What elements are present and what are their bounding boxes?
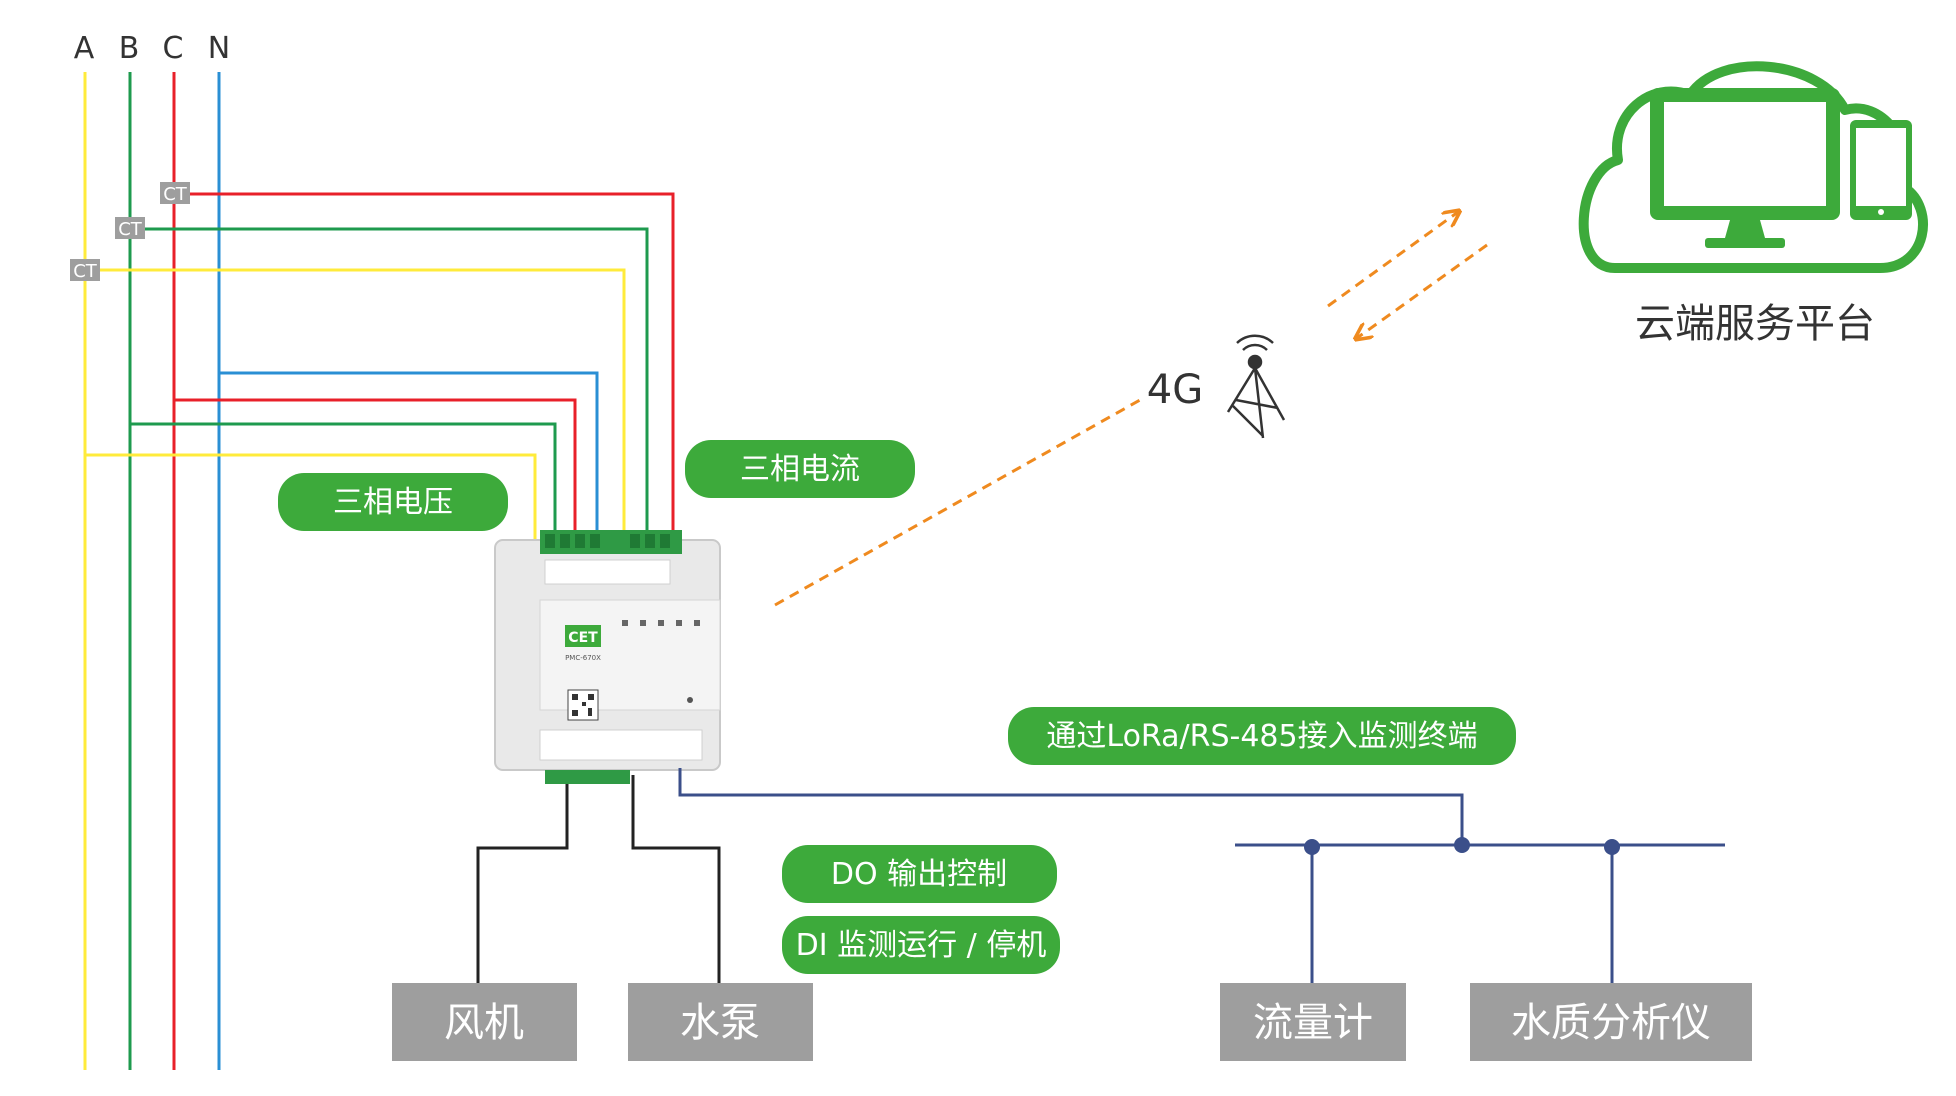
do-control-tag: DO 输出控制 [782,845,1057,903]
ct-sensor-c: CT [160,182,190,205]
fan-wire [476,784,569,985]
di-monitor-tag: DI 监测运行 / 停机 [782,916,1060,974]
fan-box: 风机 [392,983,577,1061]
phase-c-label: C [163,31,184,66]
monitor-icon [1650,88,1840,248]
downlink-arrow [1357,243,1488,338]
bus-node [1454,837,1470,853]
antenna-tower-icon [1226,334,1286,439]
pump-wire [631,775,721,985]
voltage-wire-c [174,398,577,540]
current-wire-b [130,227,649,540]
phase-a-label: A [74,31,95,66]
ct-label: CT [73,261,98,282]
comm-tag-label: 通过LoRa/RS-485接入监测终端 [1046,719,1477,754]
do-control-label: DO 输出控制 [831,857,1007,892]
ct-label: CT [118,219,143,240]
current-wire-c [174,192,675,540]
pump-box: 水泵 [628,983,813,1061]
flowmeter-label: 流量计 [1253,1000,1373,1046]
analyzer-label: 水质分析仪 [1511,1000,1711,1046]
current-tag: 三相电流 [685,440,915,498]
ct-sensor-b: CT [115,217,145,240]
network-label: 4G [1147,367,1203,413]
phone-icon [1850,120,1912,220]
comm-tag: 通过LoRa/RS-485接入监测终端 [1008,707,1516,765]
analyzer-box: 水质分析仪 [1470,983,1752,1061]
rs485-bus-feed [678,768,1464,845]
ct-sensor-a: CT [70,259,100,282]
di-monitor-label: DI 监测运行 / 停机 [796,928,1047,963]
cloud-platform-label: 云端服务平台 [1635,301,1875,347]
current-wire-a [85,268,626,540]
pump-label: 水泵 [680,1000,760,1046]
monitoring-device: CET PMC-670X [494,530,721,784]
device-brand: CET [568,630,598,646]
voltage-wire-b [130,422,557,540]
ct-label: CT [163,184,188,205]
device-model: PMC-670X [565,654,601,662]
fan-label: 风机 [444,1000,524,1046]
uplink-arrow [1327,212,1458,308]
voltage-tag: 三相电压 [278,473,508,531]
voltage-wire-n [219,371,599,540]
voltage-wire-a [85,453,537,540]
wireless-link [774,398,1141,607]
voltage-tag-label: 三相电压 [333,485,453,520]
current-tag-label: 三相电流 [740,452,860,487]
phase-b-label: B [119,31,140,66]
phase-n-label: N [208,31,230,66]
flowmeter-box: 流量计 [1220,983,1406,1061]
